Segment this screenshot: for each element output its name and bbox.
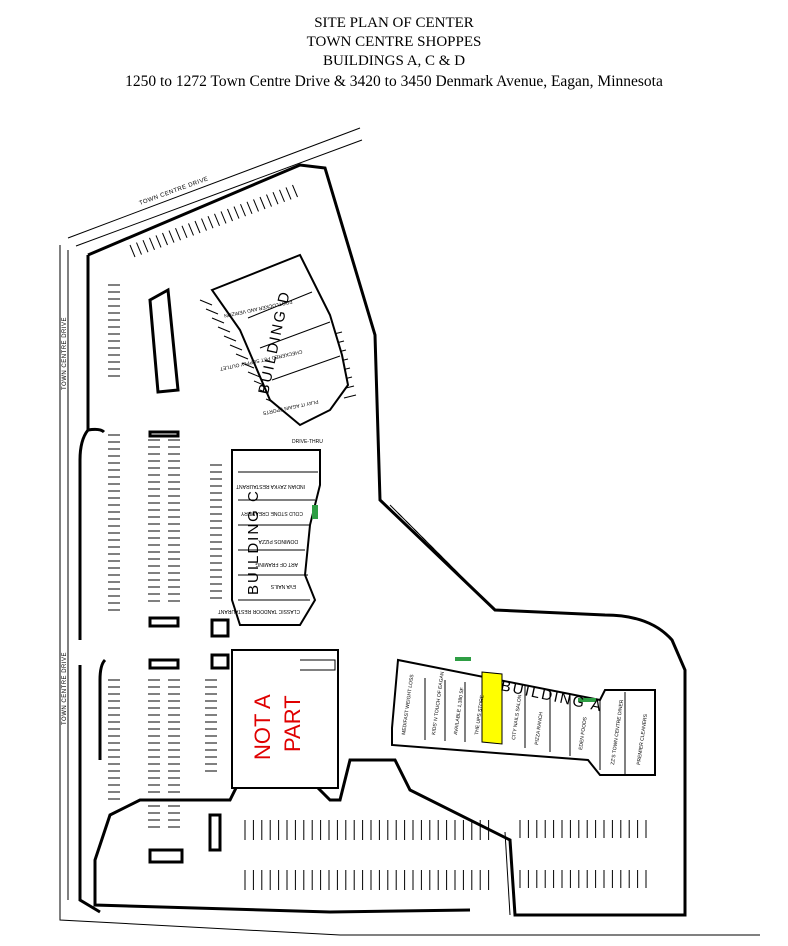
parking-stall-line [241,362,255,369]
parking-stall-line [214,213,220,226]
parking-stall-line [220,211,227,224]
parking-stall-line [205,308,219,315]
building-c-label: BUILDING C [245,489,262,595]
parking-stall-line [201,218,207,231]
parking-stall-line [266,194,272,207]
parking-stall-line [235,353,249,360]
parking-stall-line [168,230,175,243]
parking-stall-line [211,317,225,324]
parking-stall-line [162,232,168,246]
parking-stall-line [217,326,231,333]
tenant-c-3: DOMINOS PIZZA [258,538,298,544]
property-outline [78,163,687,917]
tenant-c-1: INDIAN ZAYKA RESTAURANT [236,483,305,489]
site-plan-title: SITE PLAN OF CENTER [314,15,474,31]
not-a-part-parcel [231,649,339,789]
center-name: TOWN CENTRE SHOPPES [306,34,482,50]
parking-stall-line [194,220,201,234]
not-a-part-label-1: NOT A [250,694,275,760]
landscape-strip [312,505,318,519]
parking-stall-line [285,187,292,200]
building-d [210,253,350,427]
parking-stall-line [253,199,259,212]
tenant-a-4: THE UPS STORE [474,694,486,735]
parking-stall-line [136,242,142,255]
parking-stall-line [343,394,357,399]
tenant-c-5: EVA NAILS [270,583,296,589]
parking-stall-line [155,235,162,248]
parking-stall-line [175,228,181,241]
parking-stall-line [207,216,214,229]
parking-stall-line [181,225,188,238]
parking-stall-line [227,208,233,222]
tenant-c-4: ART OF FRAMING [255,561,298,567]
parking-stall-line [292,184,298,198]
parking-stall-line [229,344,243,351]
address: 1250 to 1272 Town Centre Drive & 3420 to… [125,73,663,90]
buildings-subtitle: BUILDINGS A, C & D [322,53,466,69]
parking-stall-line [246,201,253,214]
street-label-top: TOWN CENTRE DRIVE [139,176,210,207]
tenant-a-7: EDEN FOODS [578,716,589,750]
available-suite-highlight [481,671,503,745]
street-label-left-lower: TOWN CENTRE DRIVE [62,652,68,725]
drive-thru-label: DRIVE-THRU [292,439,323,445]
parking-stall-line [223,335,237,342]
road-edges [59,127,760,936]
tenant-c-6: CLASSIC TANDOOR RESTAURANT [218,608,300,614]
parking-stalls [108,184,647,890]
parking-stall-line [233,206,240,219]
parking-stall-line [259,196,266,210]
not-a-part-label-2: PART [280,695,305,752]
parking-stall-line [129,244,136,258]
building-a [391,657,656,776]
parking-stall-line [240,204,246,217]
building-c [231,449,321,626]
parking-stall-line [149,237,155,250]
parking-stall-line [272,192,279,205]
parking-stall-line [247,371,261,378]
parking-stall-line [279,189,285,202]
parking-stall-line [199,299,213,306]
tenant-c-2: COLD STONE CREAMERY [240,510,303,516]
parking-stall-line [142,240,149,253]
parking-islands [87,287,230,864]
parking-stall-line [188,223,194,236]
parking-stall-line [477,592,491,606]
street-label-left-upper: TOWN CENTRE DRIVE [62,317,68,390]
tenant-a-6: PIZZA RANCH [534,711,545,745]
